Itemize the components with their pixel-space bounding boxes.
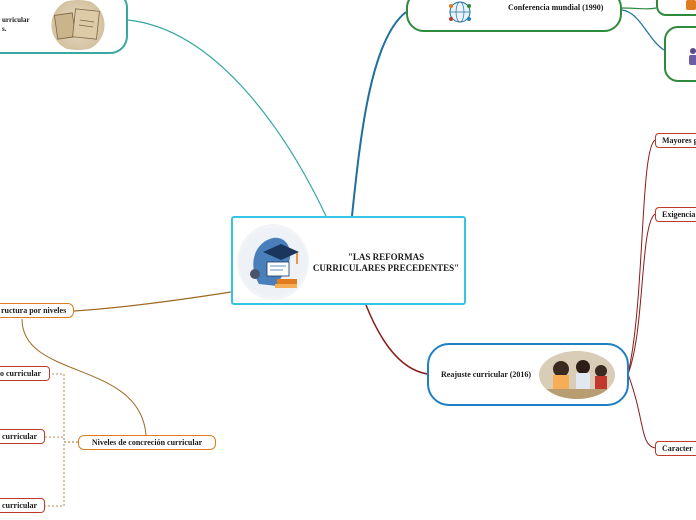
edge-niveles-c bbox=[45, 441, 78, 507]
graduation-image bbox=[237, 224, 309, 300]
edge-reajuste-mayores bbox=[627, 139, 656, 375]
topic-estructura[interactable]: ructura por niveles bbox=[0, 303, 74, 318]
topic-constitucion-label: urricular s. bbox=[2, 16, 30, 33]
students-image bbox=[539, 351, 615, 399]
edge-conferencia-right-a bbox=[621, 7, 657, 10]
topic-conferencia-label: Conferencia mundial (1990) bbox=[508, 3, 604, 12]
edge-niveles-a bbox=[50, 373, 78, 443]
topic-niveles-label: Niveles de concreción curricular bbox=[91, 438, 203, 447]
subtopic-curricular-b-label: curricular bbox=[2, 432, 38, 441]
subtopic-caracteristicas[interactable]: Caracter bbox=[655, 441, 696, 456]
topic-niveles[interactable]: Niveles de concreción curricular bbox=[78, 435, 216, 450]
topic-conferencia[interactable]: Conferencia mundial (1990) bbox=[406, 0, 622, 32]
topic-constitucion[interactable]: urricular s. bbox=[0, 0, 128, 54]
graduation-cap-icon bbox=[239, 228, 307, 296]
people-icon bbox=[686, 46, 696, 73]
edge-center-conferencia bbox=[351, 11, 407, 217]
central-topic-title: "LAS REFORMAS CURRICULARES PRECEDENTES" bbox=[312, 252, 460, 273]
edge-estructura-niveles bbox=[21, 318, 147, 436]
subtopic-curricular-b[interactable]: curricular bbox=[0, 429, 45, 444]
constitucion-book-image bbox=[42, 0, 114, 50]
edge-center-reajuste bbox=[365, 304, 429, 375]
subtopic-exigencias[interactable]: Exigencia bbox=[655, 207, 696, 222]
edge-reajuste-exigencias bbox=[627, 213, 656, 375]
topic-right-top-a[interactable] bbox=[656, 0, 696, 16]
edge-center-constitucion bbox=[127, 19, 327, 217]
subtopic-exigencias-label: Exigencia bbox=[662, 210, 696, 219]
subtopic-mayores[interactable]: Mayores g bbox=[655, 133, 696, 148]
subtopic-curricular-c[interactable]: curricular bbox=[0, 498, 45, 513]
book-icon bbox=[53, 8, 100, 40]
subtopic-curricular-a-label: o curricular bbox=[0, 369, 42, 378]
central-topic[interactable]: "LAS REFORMAS CURRICULARES PRECEDENTES" bbox=[231, 216, 466, 305]
subtopic-caracteristicas-label: Caracter bbox=[662, 444, 693, 453]
subtopic-curricular-c-label: curricular bbox=[2, 501, 38, 510]
subtopic-mayores-label: Mayores g bbox=[662, 136, 696, 145]
globe-icon bbox=[446, 0, 474, 26]
colorful-icon bbox=[686, 0, 696, 10]
edge-niveles-b bbox=[45, 436, 78, 443]
topic-right-top-b[interactable] bbox=[664, 26, 696, 82]
topic-reajuste-label: Reajuste curricular (2016) bbox=[441, 370, 532, 379]
subtopic-curricular-a[interactable]: o curricular bbox=[0, 366, 50, 381]
edge-reajuste-caracteristicas bbox=[627, 373, 656, 449]
edge-center-estructura bbox=[73, 291, 232, 312]
edge-conferencia-right-b bbox=[621, 9, 665, 51]
topic-estructura-label: ructura por niveles bbox=[1, 306, 67, 315]
topic-reajuste[interactable]: Reajuste curricular (2016) bbox=[427, 343, 629, 406]
